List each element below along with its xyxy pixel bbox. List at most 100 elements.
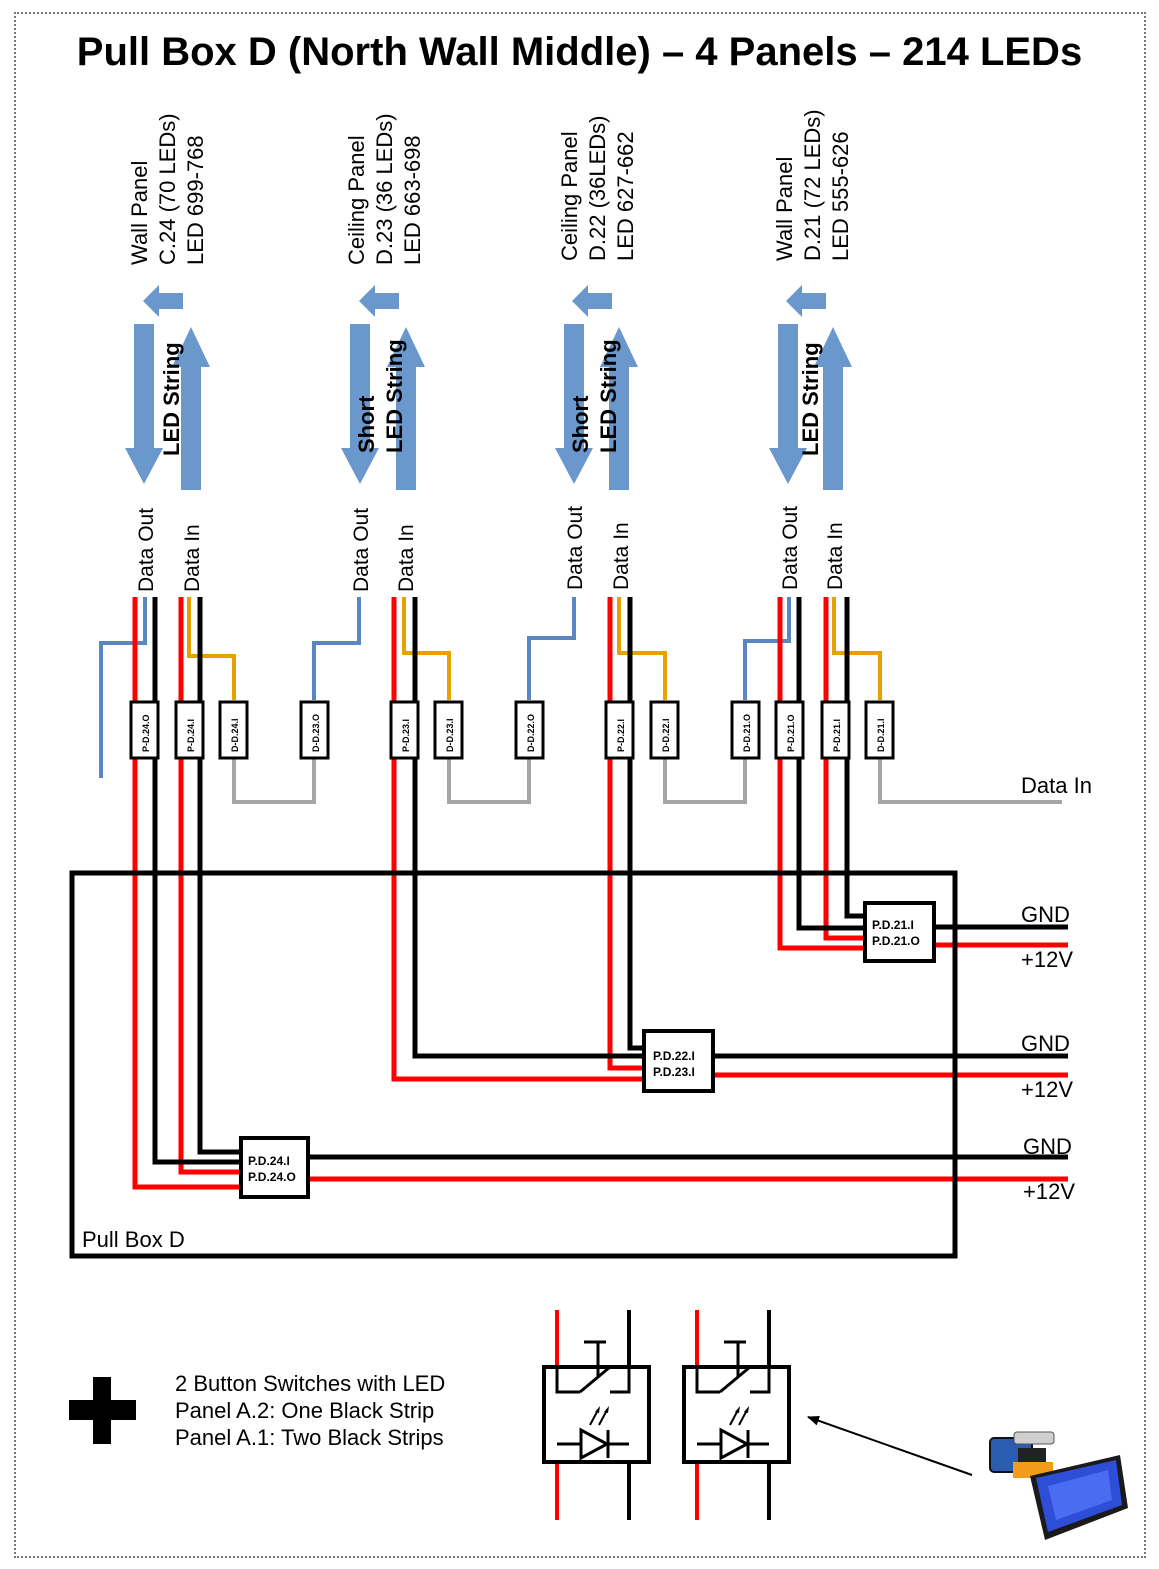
return-arrow-icon bbox=[572, 285, 612, 317]
connector-d-d22-o: D-D.22.O bbox=[514, 700, 545, 760]
connector-label: D-D.24.I bbox=[230, 718, 240, 752]
connector-d-d22-i: D-D.22.I bbox=[649, 700, 680, 760]
panel-label-line3: LED 627-662 bbox=[613, 131, 638, 261]
panel-label-line2: D.21 (72 LEDs) bbox=[800, 109, 825, 261]
return-arrow-icon bbox=[359, 285, 399, 317]
connector-d-d21-o: D-D.21.O bbox=[730, 700, 761, 760]
data-in-label: Data In bbox=[610, 522, 633, 590]
connector-p-d23-i: P-D.23.I bbox=[389, 700, 420, 760]
v12-label: +12V bbox=[1023, 1179, 1075, 1204]
plus-icon bbox=[69, 1377, 136, 1444]
data-in-arrow-icon bbox=[600, 327, 638, 490]
data-in-label: Data In bbox=[181, 524, 204, 592]
panel-label-line1: Wall Panel bbox=[772, 157, 797, 261]
panel-d22: Ceiling Panel D.22 (36LEDs) LED 627-662 … bbox=[555, 115, 638, 590]
data-in-arrow-icon bbox=[814, 327, 852, 490]
gnd-label: GND bbox=[1023, 1134, 1072, 1159]
data-out-arrow-icon bbox=[555, 324, 593, 484]
v12-label: +12V bbox=[1021, 1077, 1073, 1102]
connector-p-d24-o: P-D.24.O bbox=[129, 700, 160, 760]
connector-label: P-D.22.I bbox=[616, 719, 626, 752]
data-out-label: Data Out bbox=[350, 508, 373, 592]
connector-label: D-D.21.O bbox=[742, 714, 752, 752]
power-block-line1: P.D.24.I bbox=[248, 1154, 290, 1168]
arrow-label: LED String bbox=[382, 339, 407, 453]
return-arrow-icon bbox=[786, 285, 826, 317]
data-out-arrow-icon bbox=[769, 324, 807, 484]
data-in-wires bbox=[187, 597, 882, 700]
connector-label: P-D.21.O bbox=[786, 714, 796, 752]
connector-d-d23-o: D-D.23.O bbox=[299, 700, 330, 760]
led-diode-icon bbox=[579, 1427, 611, 1461]
power-block-line2: P.D.24.O bbox=[248, 1170, 296, 1184]
connector-p-d22-i: P-D.22.I bbox=[604, 700, 635, 760]
panel-label-line2: D.22 (36LEDs) bbox=[585, 115, 610, 261]
power-block-d22-d23: P.D.22.I P.D.23.I bbox=[642, 1029, 715, 1093]
return-arrow-icon bbox=[143, 285, 183, 317]
data-out-label: Data Out bbox=[564, 506, 587, 590]
panel-d21: Wall Panel D.21 (72 LEDs) LED 555-626 LE… bbox=[769, 109, 853, 590]
power-wires bbox=[132, 597, 1068, 1190]
page-border bbox=[14, 12, 1146, 1558]
data-out-wires bbox=[99, 597, 791, 778]
connector-p-d21-i: P-D.21.I bbox=[820, 700, 851, 760]
connector-d-d23-i: D-D.23.I bbox=[433, 700, 464, 760]
connector-label: P-D.21.I bbox=[832, 719, 842, 752]
connector-label: P-D.23.I bbox=[401, 719, 411, 752]
power-block-line2: P.D.23.I bbox=[653, 1065, 695, 1079]
data-in-label: Data In bbox=[395, 524, 418, 592]
switch-note-line1: 2 Button Switches with LED bbox=[175, 1371, 445, 1396]
connector-label: D-D.23.O bbox=[311, 714, 321, 752]
data-out-label: Data Out bbox=[779, 506, 802, 590]
power-block-line1: P.D.21.I bbox=[872, 918, 914, 932]
diagram-title: Pull Box D (North Wall Middle) – 4 Panel… bbox=[76, 30, 1083, 74]
v12-label: +12V bbox=[1021, 947, 1073, 972]
data-out-arrow-icon bbox=[125, 324, 163, 484]
panel-label-line3: LED 699-768 bbox=[183, 135, 208, 265]
arrow-label: LED String bbox=[596, 339, 621, 453]
data-in-arrow-icon bbox=[387, 327, 425, 490]
panel-label-line3: LED 555-626 bbox=[828, 131, 853, 261]
panel-c24: Wall Panel C.24 (70 LEDs) LED 699-768 LE… bbox=[125, 113, 210, 592]
arrow-label: LED String bbox=[159, 342, 184, 456]
connector-d-d24-i: D-D.24.I bbox=[218, 700, 249, 760]
pointer-arrow bbox=[807, 1415, 973, 1476]
power-block-d21: P.D.21.I P.D.21.O bbox=[863, 901, 936, 963]
gnd-label: GND bbox=[1021, 902, 1070, 927]
gnd-label: GND bbox=[1021, 1031, 1070, 1056]
arrow-label: LED String bbox=[798, 342, 823, 456]
panel-label-line2: C.24 (70 LEDs) bbox=[155, 113, 180, 265]
panel-label-line1: Ceiling Panel bbox=[557, 131, 582, 261]
connector-label: D-D.21.I bbox=[876, 718, 886, 752]
connector-p-d21-o: P-D.21.O bbox=[774, 700, 805, 760]
panel-label-line2: D.23 (36 LEDs) bbox=[372, 113, 397, 265]
button-switch-symbol-1 bbox=[542, 1310, 651, 1520]
connector-label: D-D.23.I bbox=[445, 718, 455, 752]
data-in-arrow-icon bbox=[172, 327, 210, 490]
power-block-line1: P.D.22.I bbox=[653, 1049, 695, 1063]
connector-d-d21-i: D-D.21.I bbox=[864, 700, 895, 760]
panel-d23: Ceiling Panel D.23 (36 LEDs) LED 663-698… bbox=[341, 113, 425, 592]
data-in-label: Data In bbox=[824, 522, 847, 590]
panel-label-line1: Ceiling Panel bbox=[344, 135, 369, 265]
data-link-wires bbox=[232, 757, 1062, 804]
data-out-arrow-icon bbox=[341, 324, 379, 484]
switch-note-line3: Panel A.1: Two Black Strips bbox=[175, 1425, 444, 1450]
push-button-icon bbox=[989, 1431, 1128, 1540]
connector-label: D-D.22.O bbox=[526, 714, 536, 752]
power-block-line2: P.D.21.O bbox=[872, 934, 920, 948]
pull-box-label: Pull Box D bbox=[82, 1227, 185, 1252]
panel-label-line3: LED 663-698 bbox=[400, 135, 425, 265]
panel-label-line1: Wall Panel bbox=[127, 161, 152, 265]
data-in-input-label: Data In bbox=[1021, 773, 1092, 798]
connector-label: P-D.24.O bbox=[141, 714, 151, 752]
led-diode-icon bbox=[719, 1427, 751, 1461]
pull-box-outline bbox=[69, 870, 958, 1259]
arrow-label-short: Short bbox=[568, 395, 593, 453]
arrow-label-short: Short bbox=[354, 395, 379, 453]
connector-label: P-D.24.I bbox=[186, 719, 196, 752]
connector-label: D-D.22.I bbox=[661, 718, 671, 752]
data-out-label: Data Out bbox=[135, 508, 158, 592]
button-switch-symbol-2 bbox=[682, 1310, 791, 1520]
